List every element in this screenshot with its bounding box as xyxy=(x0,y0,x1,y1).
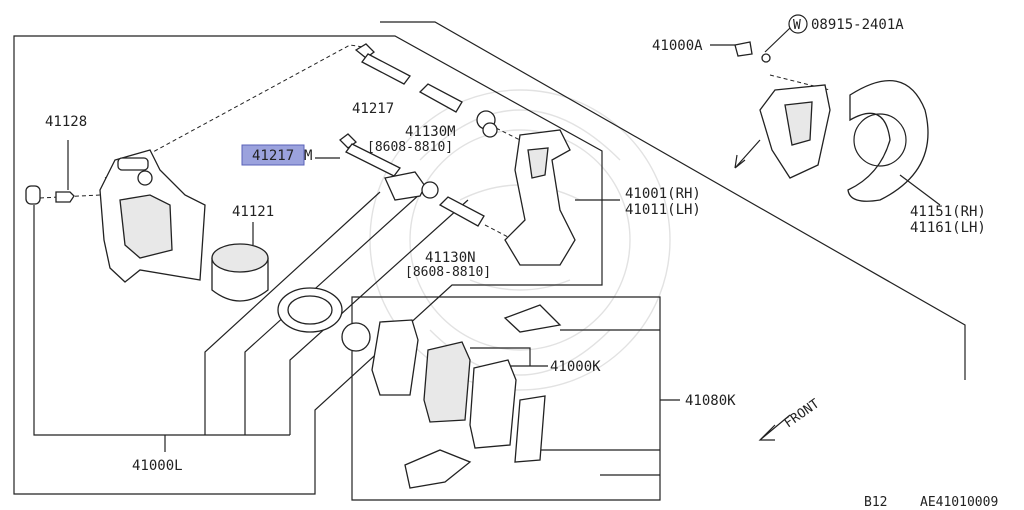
arrow-assembly xyxy=(734,139,761,169)
label-41217-top[interactable]: 41217 xyxy=(352,101,394,117)
guide-bolt-top-part xyxy=(354,43,411,85)
caliper-body-part xyxy=(99,149,206,283)
label-41011[interactable]: 41011(LH) xyxy=(625,202,701,218)
leader-41080K xyxy=(540,329,680,476)
label-41161[interactable]: 41161(LH) xyxy=(910,220,986,236)
sleeve-41130N-part xyxy=(438,196,485,227)
label-figure-code: AE41010009 xyxy=(920,495,998,510)
torque-member-part xyxy=(504,129,576,266)
label-41080K[interactable]: 41080K xyxy=(685,393,736,409)
shim-outer-part xyxy=(341,319,419,396)
guide-dashed-4 xyxy=(484,224,511,239)
label-41000K[interactable]: 41000K xyxy=(550,359,601,375)
watermark xyxy=(369,89,671,391)
part-highlight-box xyxy=(241,144,305,166)
outer-bracket-line xyxy=(380,21,966,380)
washer-marker-circle xyxy=(788,14,808,34)
leader-41151 xyxy=(899,174,941,206)
caliper-assembly-right-part xyxy=(734,41,831,179)
guide-bolt-mid-part xyxy=(339,133,401,177)
label-41000A[interactable]: 41000A xyxy=(652,38,703,54)
leader-washer xyxy=(764,27,791,53)
pad-clip-top-part xyxy=(503,304,562,333)
guide-dashed-3 xyxy=(489,124,521,141)
guide-dashed-1 xyxy=(104,44,371,179)
label-front: FRONT xyxy=(782,396,823,431)
label-41121[interactable]: 41121 xyxy=(232,204,274,220)
piston-seal-part xyxy=(277,287,343,333)
bleeder-screw-part xyxy=(25,140,75,205)
boot-part xyxy=(384,171,439,201)
label-41217-highlighted[interactable]: 41217 xyxy=(252,148,294,164)
label-41130N[interactable]: 41130N xyxy=(425,250,476,266)
pad-kit-box-41080K xyxy=(351,296,661,501)
label-41130N-date: [8608-8810] xyxy=(405,265,491,280)
label-08915-2401A[interactable]: 08915-2401A xyxy=(811,17,904,33)
label-41130M[interactable]: 41130M xyxy=(405,124,456,140)
label-page-code: B12 xyxy=(864,495,887,510)
dust-shield-part xyxy=(847,80,929,202)
label-41000L[interactable]: 41000L xyxy=(132,458,183,474)
label-41001[interactable]: 41001(RH) xyxy=(625,186,701,202)
sleeve-41130M-part xyxy=(418,83,498,138)
label-41151[interactable]: 41151(RH) xyxy=(910,204,986,220)
front-arrow-icon xyxy=(758,414,791,441)
brake-pad-inner-part xyxy=(423,341,471,423)
piston-part xyxy=(211,243,269,302)
leader-41000L xyxy=(33,184,469,452)
label-41130M-date: [8608-8810] xyxy=(367,140,453,155)
brake-pad-outer-part xyxy=(469,359,517,449)
label-washer-marker: W xyxy=(793,18,801,33)
label-41217-highlighted-suffix: M xyxy=(304,148,312,164)
label-41128[interactable]: 41128 xyxy=(45,114,87,130)
leader-41000K xyxy=(470,347,548,367)
anti-squeal-shim-part xyxy=(514,395,546,463)
pad-clip-bottom-part xyxy=(404,449,472,489)
assembly-outline-41000L xyxy=(13,35,603,495)
